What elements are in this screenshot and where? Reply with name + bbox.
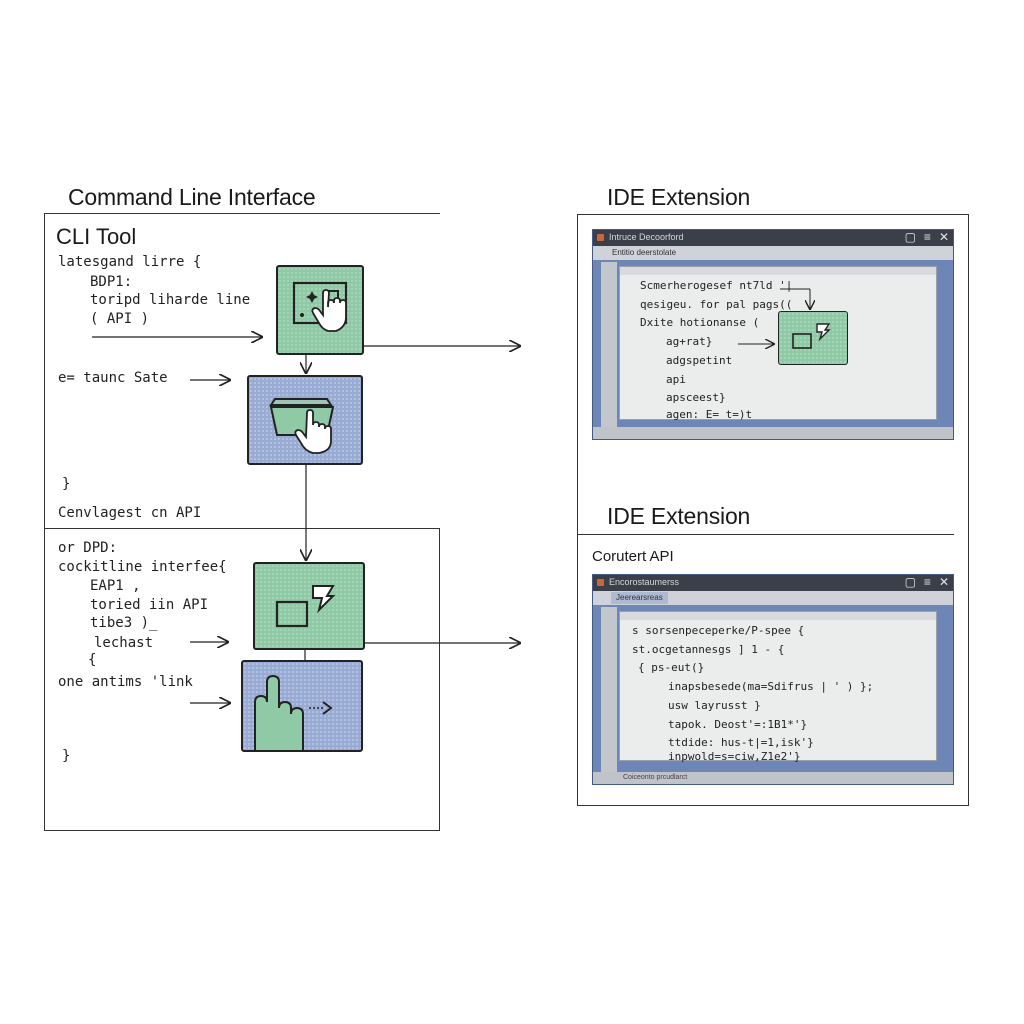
app-icon: [597, 579, 604, 586]
save-label: e= taunc Sate: [58, 370, 168, 386]
ide-statusbar: Coiceonto prcudlarct: [593, 772, 953, 784]
hand-arrow-icon: [254, 674, 333, 752]
window-close-icon[interactable]: ✕: [938, 230, 949, 244]
convert-api-label: Corutert API: [592, 548, 674, 565]
code-line: st.ocgetannesgs ] 1 - {: [632, 643, 785, 656]
code-line: inapsbesede(ma=Sdifrus | ' ) };: [668, 680, 874, 693]
ide-gutter: [601, 262, 617, 434]
link-label: one antims 'link: [58, 674, 193, 690]
window-close-icon[interactable]: ✕: [938, 575, 949, 589]
close-brace: }: [62, 476, 71, 492]
square-cursor-icon: [792, 323, 831, 349]
code-line: toripd liharde line: [90, 292, 251, 308]
menu-icon[interactable]: ≡: [923, 575, 931, 589]
menu-icon[interactable]: ≡: [923, 230, 931, 244]
code-line: latesgand lirre {: [58, 254, 202, 270]
window-controls: ▢ ≡ ✕: [905, 575, 949, 589]
code-line: ag+rat}: [666, 335, 713, 348]
ide-editor[interactable]: Scmerherogesef nt7ld '| qesigeu. for pal…: [619, 266, 938, 421]
close-brace: }: [62, 748, 71, 764]
code-line: adgspetint: [666, 354, 733, 367]
ide-titlebar: Intruce Decoorford ▢ ≡ ✕: [593, 230, 953, 246]
code-line: agen: E= t=)t: [666, 408, 753, 421]
editor-arrows: [738, 288, 938, 421]
square-cursor-tile[interactable]: [253, 562, 365, 650]
ide-window-title: Intruce Decoorford: [609, 232, 684, 242]
code-line: { ps-eut(}: [638, 661, 705, 674]
restore-icon[interactable]: ▢: [904, 230, 916, 244]
ide-extension-title-top: IDE Extension: [607, 184, 751, 210]
left-title-underline: [44, 213, 440, 215]
folder-tile[interactable]: [247, 375, 363, 465]
code-line: apsceest}: [666, 391, 726, 404]
folder-hand-icon: [269, 398, 335, 454]
code-line: api: [666, 373, 686, 386]
code-line: Dxite hotionanse (: [640, 316, 760, 329]
code-line: BDP1:: [90, 274, 133, 290]
square-cursor-icon: [275, 585, 336, 628]
ide-toolbar: Entitio deerstolate: [593, 246, 953, 260]
ide-toolbar: Jeerearsreas: [593, 591, 953, 605]
code-line: cockitline interfee{: [58, 559, 227, 575]
code-line: tibe3 )_: [90, 615, 158, 631]
hand-arrow-tile[interactable]: [241, 660, 363, 752]
code-line: tapok. Deost'=:1B1*'}: [668, 718, 808, 731]
window-controls: ▢ ≡ ✕: [905, 230, 949, 244]
code-line: {: [88, 652, 97, 668]
code-line: inpwold=s=ciw,Z1e2'}: [668, 750, 801, 763]
ide-window-bottom[interactable]: Encorostaumerss ▢ ≡ ✕ Jeerearsreas s sor…: [592, 574, 954, 785]
code-line: or DPD:: [58, 540, 118, 556]
code-line: s sorsenpeceperke/P-spee {: [632, 624, 805, 637]
ide-window-title: Encorostaumerss: [609, 577, 680, 587]
cli-toggle-tile[interactable]: [276, 265, 364, 355]
left-frame-vertical: [44, 213, 46, 831]
left-section-title: Command Line Interface: [68, 184, 316, 210]
left-lower-frame: [44, 528, 440, 831]
ide-titlebar: Encorostaumerss ▢ ≡ ✕: [593, 575, 953, 591]
toggle-pointer-icon: [292, 281, 348, 332]
ide-gutter: [601, 607, 617, 779]
code-line: qesigeu. for pal pags((: [640, 298, 793, 311]
ide-tab[interactable]: Entitio deerstolate: [612, 248, 677, 257]
restore-icon[interactable]: ▢: [904, 575, 916, 589]
code-line: EAP1 ,: [90, 578, 141, 594]
ide-editor[interactable]: s sorsenpeceperke/P-spee { st.ocgetannes…: [619, 611, 937, 763]
code-line: usw layrusst }: [668, 699, 761, 712]
left-frame-bottom: [44, 830, 440, 832]
code-line: ( API ): [90, 311, 150, 327]
code-line: toried iin API: [90, 597, 209, 613]
ide-tab[interactable]: Jeerearsreas: [611, 592, 668, 604]
api-label: Cenvlagest cn API: [58, 505, 202, 521]
bottom-title-underline: [577, 534, 954, 536]
ide-statusbar: [593, 427, 953, 439]
cli-tool-title: CLI Tool: [56, 224, 137, 249]
code-line: Scmerherogesef nt7ld '|: [640, 279, 793, 292]
ide-window-top[interactable]: Intruce Decoorford ▢ ≡ ✕ Entitio deersto…: [592, 229, 954, 440]
app-icon: [597, 234, 604, 241]
code-line: lechast: [94, 635, 154, 651]
embedded-square-tile[interactable]: [778, 311, 848, 365]
code-line: ttdide: hus-t|=1,isk'}: [668, 736, 814, 749]
ide-extension-frame: [577, 214, 969, 806]
ide-extension-title-bottom: IDE Extension: [607, 503, 751, 529]
